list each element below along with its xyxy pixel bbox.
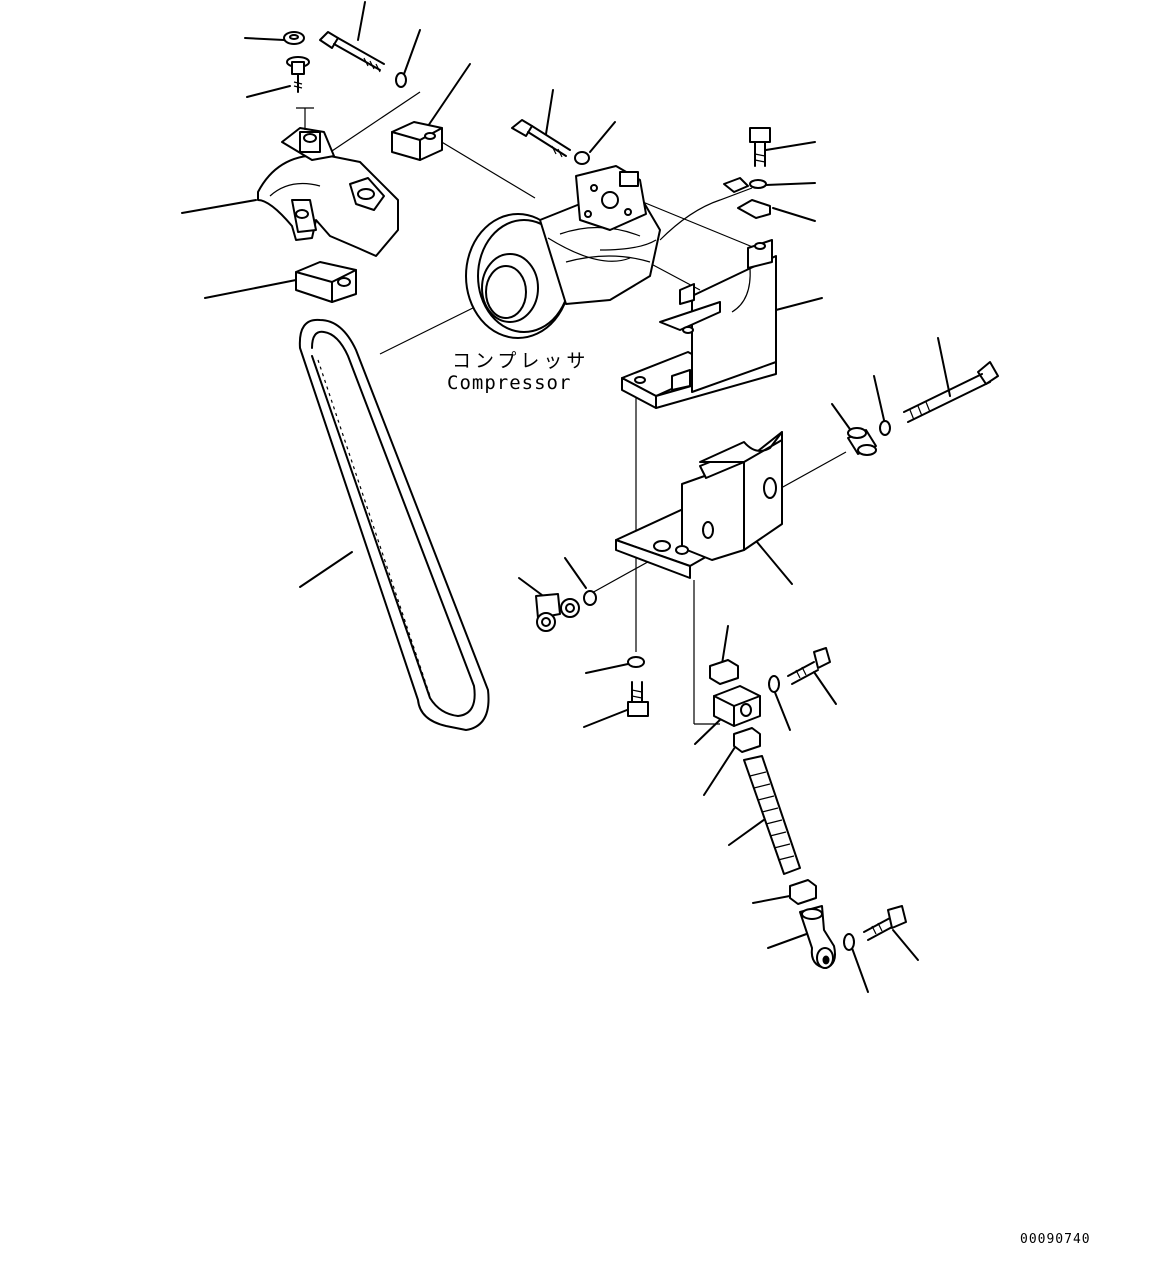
flange-bolt-left <box>286 56 310 93</box>
belt-guard-bracket <box>257 107 399 257</box>
collar <box>847 427 877 456</box>
washer-compressor-top <box>574 151 590 165</box>
rod-end-eye <box>799 905 836 969</box>
pivot-block <box>713 685 761 727</box>
compressor-bracket <box>621 239 777 409</box>
compressor <box>465 165 753 339</box>
washer-pivot <box>768 675 780 693</box>
washer-bottom <box>627 656 645 668</box>
adjusting-rod <box>743 755 801 875</box>
bolt-right-top <box>749 127 771 167</box>
bolt-pivot <box>787 647 831 685</box>
nut-pair <box>535 593 580 632</box>
leader-lines <box>181 1 951 993</box>
nut-lower-adjuster <box>733 727 761 753</box>
nut-upper-adjuster <box>709 659 739 685</box>
washer-top-right <box>395 72 407 88</box>
washer-long-bolt <box>879 420 891 436</box>
washer-left <box>583 590 597 606</box>
nut-rod-end <box>789 879 817 905</box>
long-bolt-top <box>319 31 385 73</box>
bolt-compressor-top <box>511 119 571 158</box>
document-number: 00090740 <box>1020 1232 1091 1247</box>
compressor-label-en: Compressor <box>447 372 572 394</box>
compressor-label-jp: コンプレッサ <box>452 350 590 372</box>
bolt-bottom <box>627 681 649 717</box>
spacer-block-top <box>391 121 443 161</box>
clamp-block-lower <box>295 261 357 303</box>
long-bolt-right <box>903 361 999 423</box>
bolt-rod-end <box>863 905 907 941</box>
washer-right-top <box>749 179 767 189</box>
adjuster-bracket <box>615 431 783 579</box>
wire-clip <box>723 177 771 219</box>
washer-rod-end <box>843 933 855 951</box>
v-belt <box>298 318 490 731</box>
washer-top-left <box>283 31 305 45</box>
